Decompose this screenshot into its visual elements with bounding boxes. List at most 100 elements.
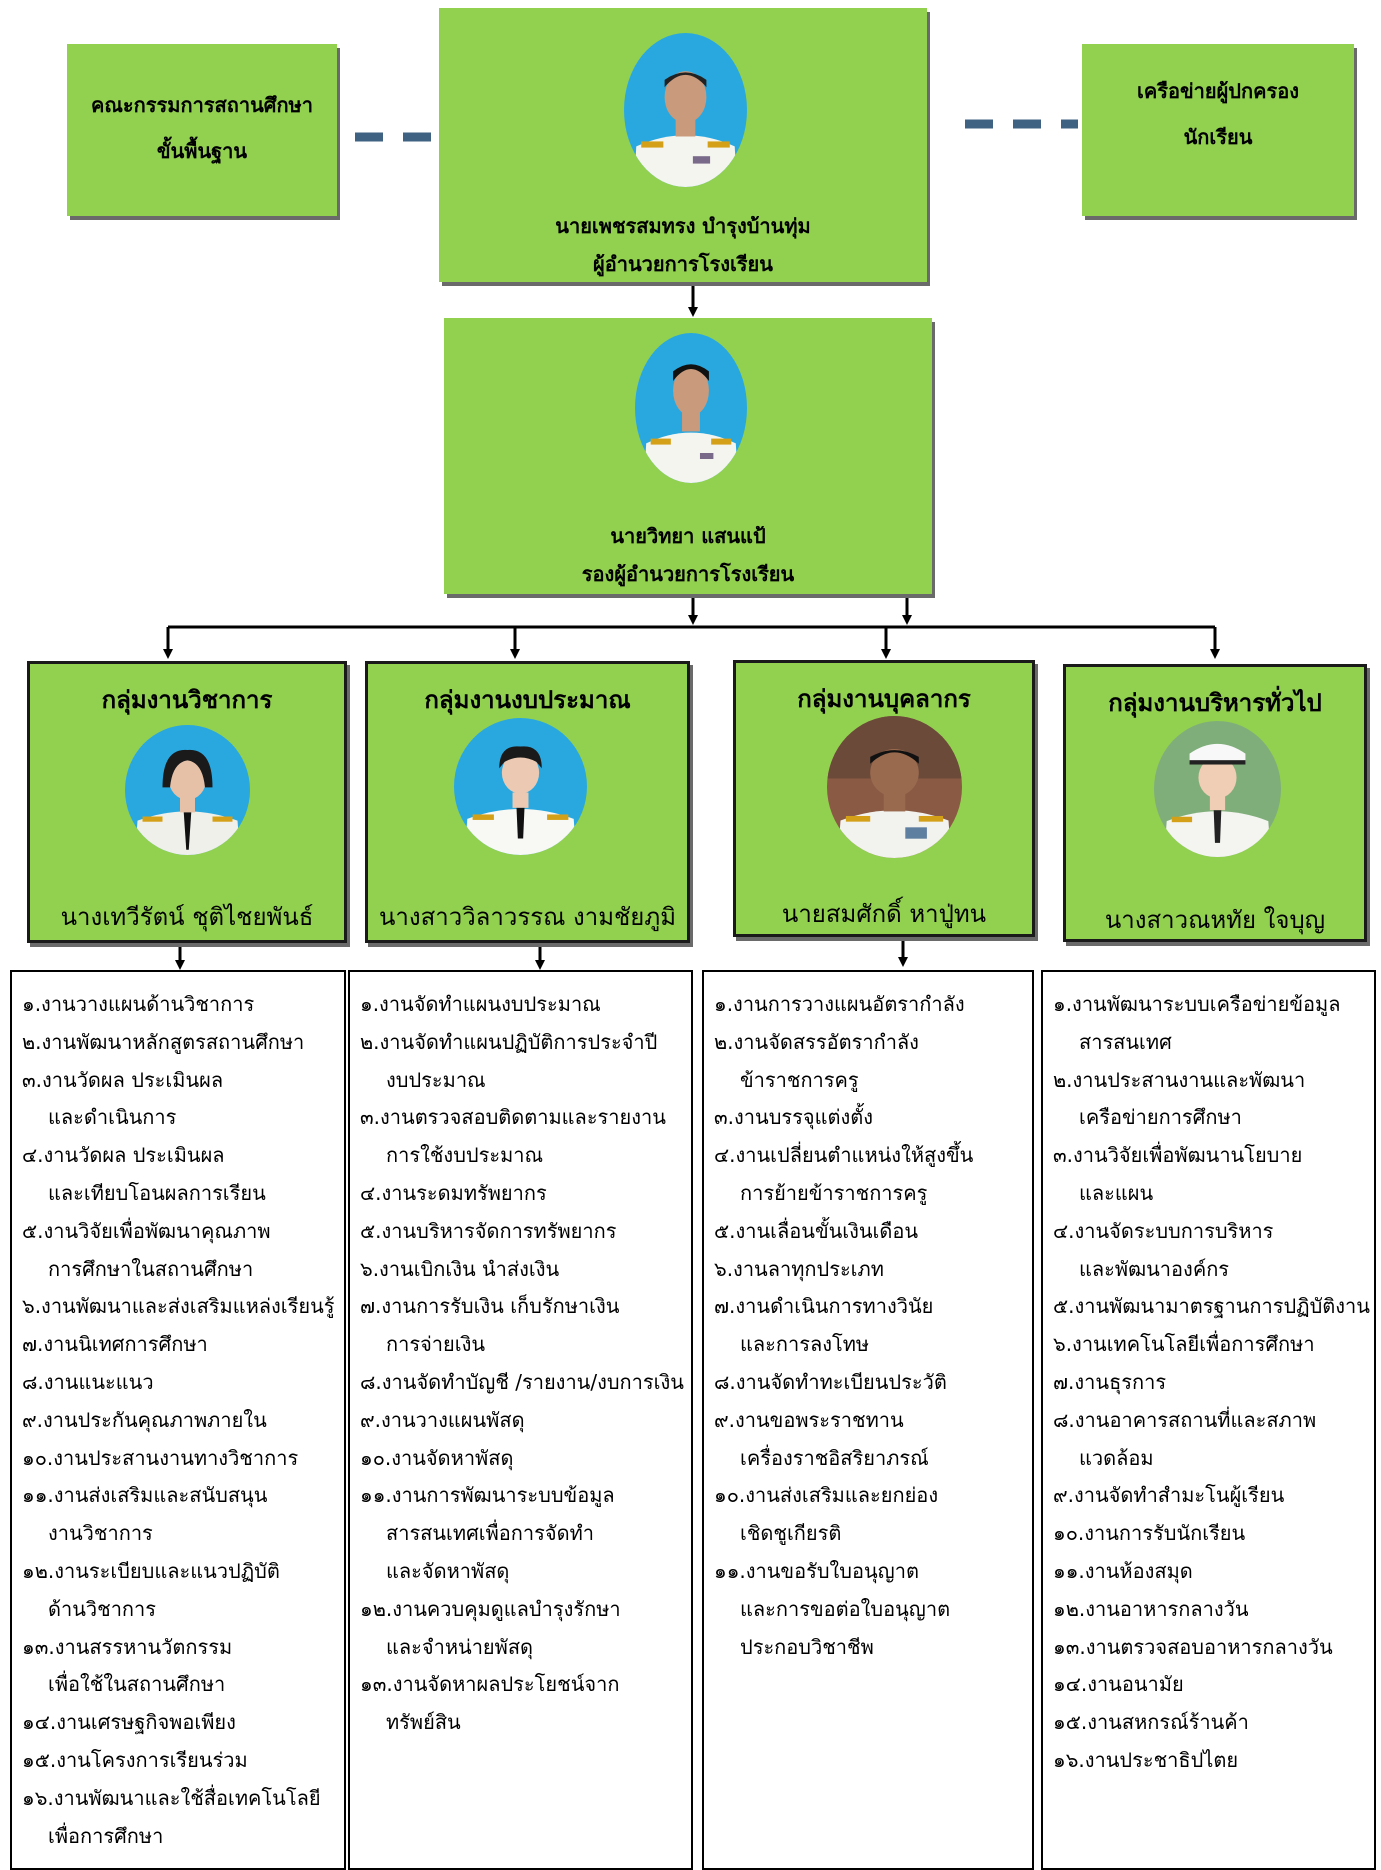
task-item: ๕.งานพัฒนามาตรฐานการปฏิบัติงาน bbox=[1053, 1294, 1370, 1319]
general-tasks: ๑.งานพัฒนาระบบเครือข่ายข้อมูลสารสนเทศ๒.ง… bbox=[1043, 972, 1374, 1780]
task-item: และแผน bbox=[1079, 1180, 1154, 1205]
task-item: ๑.งานวางแผนด้านวิชาการ bbox=[22, 992, 255, 1016]
budget-group-box: กลุ่มงานงบประมาณ นางสาววิลาวรรณ งามชัยภู… bbox=[365, 661, 690, 943]
task-item: เชิดชูเกียรติ bbox=[740, 1521, 842, 1546]
task-item: ๔.งานเปลี่ยนตำแหน่งให้สูงขึ้น bbox=[714, 1143, 974, 1168]
general-task-list: ๑.งานพัฒนาระบบเครือข่ายข้อมูลสารสนเทศ๒.ง… bbox=[1041, 970, 1376, 1870]
task-item: ๓.งานตรวจสอบติดตามและรายงาน bbox=[360, 1105, 666, 1130]
task-item: ๘.งานจัดทำบัญชี /รายงาน/งบการเงิน bbox=[360, 1369, 684, 1394]
parent-network-line1: เครือข่ายผู้ปกครอง bbox=[1136, 79, 1299, 103]
task-item: ๓.งานบรรจุแต่งตั้ง bbox=[714, 1105, 873, 1130]
task-item: การใช้งบประมาณ bbox=[386, 1143, 544, 1168]
task-item: ๑๔.งานอนามัย bbox=[1053, 1672, 1184, 1697]
task-item: งานวิชาการ bbox=[48, 1521, 153, 1546]
task-item: ๓.งานวิจัยเพื่อพัฒนานโยบาย bbox=[1053, 1143, 1303, 1168]
task-item: ๙.งานวางแผนพัสดุ bbox=[360, 1407, 525, 1432]
task-item: ๑๕.งานโครงการเรียนร่วม bbox=[22, 1747, 248, 1772]
personnel-group-box: กลุ่มงานบุคลากร นายสมศักดิ์ หาปู่ทน bbox=[733, 660, 1035, 937]
task-item: ๒.งานพัฒนาหลักสูตรสถานศึกษา bbox=[22, 1029, 305, 1054]
person-photo-icon bbox=[1154, 721, 1281, 857]
budget-head-photo bbox=[454, 718, 587, 855]
general-group-title: กลุ่มงานบริหารทั่วไป bbox=[1108, 689, 1322, 717]
director-name: นายเพชรสมทรง บำรุงบ้านทุ่ม bbox=[555, 214, 811, 238]
person-photo-icon bbox=[635, 333, 747, 483]
budget-head-name: นางสาววิลาวรรณ งามชัยภูมิ bbox=[378, 903, 677, 931]
school-board-line1: คณะกรรมการสถานศึกษา bbox=[91, 93, 313, 117]
task-item: ๗.งานธุรการ bbox=[1053, 1369, 1167, 1394]
task-item: และการขอต่อใบอนุญาต bbox=[740, 1596, 951, 1621]
task-item: ๑๔.งานเศรษฐกิจพอเพียง bbox=[22, 1710, 236, 1735]
parent-network-box: เครือข่ายผู้ปกครอง นักเรียน bbox=[1082, 44, 1354, 216]
personnel-head-photo bbox=[827, 716, 962, 858]
task-item: ๖.งานพัฒนาและส่งเสริมแหล่งเรียนรู้ bbox=[22, 1294, 335, 1319]
person-photo-icon bbox=[125, 725, 250, 855]
task-item: เพื่อการศึกษา bbox=[48, 1823, 164, 1848]
task-item: แวดล้อม bbox=[1079, 1445, 1154, 1470]
task-item: ๗.งานนิเทศการศึกษา bbox=[22, 1332, 208, 1357]
task-item: และการลงโทษ bbox=[740, 1332, 870, 1357]
task-item: การจ่ายเงิน bbox=[386, 1332, 486, 1357]
task-item: ๑๑.งานส่งเสริมและสนับสนุน bbox=[22, 1483, 268, 1508]
task-item: งบประมาณ bbox=[386, 1067, 486, 1092]
task-item: ๕.งานวิจัยเพื่อพัฒนาคุณภาพ bbox=[22, 1218, 271, 1243]
task-item: ๘.งานอาคารสถานที่และสภาพ bbox=[1053, 1407, 1317, 1432]
parent-network-line2: นักเรียน bbox=[1183, 125, 1253, 149]
task-item: ๗.งานการรับเงิน เก็บรักษาเงิน bbox=[360, 1294, 620, 1319]
person-photo-icon bbox=[454, 718, 587, 855]
task-item: ๑๑.งานการพัฒนาระบบข้อมูล bbox=[360, 1483, 615, 1508]
person-photo-icon bbox=[827, 716, 962, 858]
task-item: และจัดหาพัสดุ bbox=[386, 1558, 510, 1583]
task-item: ๙.งานขอพระราชทาน bbox=[714, 1407, 904, 1432]
task-item: ๓.งานวัดผล ประเมินผล bbox=[22, 1067, 224, 1092]
general-group-box: กลุ่มงานบริหารทั่วไป นางสาวณหทัย ใจบุญ bbox=[1063, 664, 1367, 942]
task-item: ข้าราชการครู bbox=[740, 1067, 859, 1092]
budget-tasks: ๑.งานจัดทำแผนงบประมาณ๒.งานจัดทำแผนปฏิบัต… bbox=[350, 972, 691, 1742]
task-item: ๑๐.งานประสานงานทางวิชาการ bbox=[22, 1445, 299, 1470]
task-item: การย้ายข้าราชการครู bbox=[740, 1180, 928, 1205]
deputy-title: รองผู้อำนวยการโรงเรียน bbox=[581, 562, 795, 586]
task-item: ๑๐.งานส่งเสริมและยกย่อง bbox=[714, 1483, 939, 1508]
task-item: ๙.งานจัดทำสำมะโนผู้เรียน bbox=[1053, 1483, 1285, 1508]
budget-task-list: ๑.งานจัดทำแผนงบประมาณ๒.งานจัดทำแผนปฏิบัต… bbox=[348, 970, 693, 1870]
deputy-name: นายวิทยา แสนแป้ bbox=[610, 524, 766, 548]
deputy-box: นายวิทยา แสนแป้ รองผู้อำนวยการโรงเรียน bbox=[444, 318, 932, 594]
task-item: ๑๒.งานอาหารกลางวัน bbox=[1053, 1596, 1249, 1621]
director-title: ผู้อำนวยการโรงเรียน bbox=[593, 252, 773, 276]
task-item: สารสนเทศเพื่อการจัดทำ bbox=[386, 1521, 595, 1546]
task-item: ๑๐.งานจัดหาพัสดุ bbox=[360, 1445, 514, 1470]
task-item: ๑๐.งานการรับนักเรียน bbox=[1053, 1521, 1246, 1546]
task-item: ๘.งานแนะแนว bbox=[22, 1369, 154, 1394]
task-item: ๑๖.งานประชาธิปไตย bbox=[1053, 1747, 1239, 1772]
personnel-tasks: ๑.งานการวางแผนอัตรากำลัง๒.งานจัดสรรอัตรา… bbox=[704, 972, 1032, 1666]
task-item: ๙.งานประกันคุณภาพภายใน bbox=[22, 1407, 267, 1432]
task-item: ๔.งานระดมทรัพยากร bbox=[360, 1180, 547, 1205]
personnel-head-name: นายสมศักดิ์ หาปู่ทน bbox=[781, 900, 987, 928]
task-item: ด้านวิชาการ bbox=[48, 1596, 157, 1621]
task-item: ๘.งานจัดทำทะเบียนประวัติ bbox=[714, 1369, 947, 1394]
task-item: เพื่อใช้ในสถานศึกษา bbox=[48, 1672, 226, 1697]
task-item: ๗.งานดำเนินการทางวินัย bbox=[714, 1294, 934, 1319]
task-item: ๕.งานเลื่อนขั้นเงินเดือน bbox=[714, 1218, 919, 1243]
personnel-group-title: กลุ่มงานบุคลากร bbox=[797, 685, 971, 713]
school-board-line2: ขั้นพื้นฐาน bbox=[156, 139, 248, 163]
task-item: ๖.งานเบิกเงิน นำส่งเงิน bbox=[360, 1256, 560, 1281]
task-item: ๔.งานวัดผล ประเมินผล bbox=[22, 1143, 225, 1168]
academic-group-title: กลุ่มงานวิชาการ bbox=[101, 686, 273, 714]
general-head-name: นางสาวณหทัย ใจบุญ bbox=[1104, 906, 1326, 934]
task-item: และดำเนินการ bbox=[48, 1105, 177, 1130]
general-head-photo bbox=[1154, 721, 1281, 857]
task-item: ทรัพย์สิน bbox=[386, 1710, 461, 1735]
personnel-task-list: ๑.งานการวางแผนอัตรากำลัง๒.งานจัดสรรอัตรา… bbox=[702, 970, 1034, 1870]
task-item: การศึกษาในสถานศึกษา bbox=[48, 1256, 254, 1281]
budget-group-title: กลุ่มงานงบประมาณ bbox=[424, 686, 631, 714]
task-item: ๑.งานพัฒนาระบบเครือข่ายข้อมูล bbox=[1053, 992, 1341, 1016]
task-item: ๔.งานจัดระบบการบริหาร bbox=[1053, 1218, 1274, 1243]
task-item: และพัฒนาองค์กร bbox=[1079, 1256, 1230, 1281]
task-item: ๑๓.งานตรวจสอบอาหารกลางวัน bbox=[1053, 1634, 1333, 1659]
task-item: ๑๕.งานสหกรณ์ร้านค้า bbox=[1053, 1710, 1249, 1735]
task-item: ๑๒.งานควบคุมดูแลบำรุงรักษา bbox=[360, 1596, 621, 1621]
task-item: ๒.งานประสานงานและพัฒนา bbox=[1053, 1067, 1306, 1092]
task-item: และเทียบโอนผลการเรียน bbox=[48, 1180, 266, 1205]
task-item: ๑๑.งานขอรับใบอนุญาต bbox=[714, 1558, 919, 1583]
task-item: สารสนเทศ bbox=[1079, 1029, 1172, 1054]
